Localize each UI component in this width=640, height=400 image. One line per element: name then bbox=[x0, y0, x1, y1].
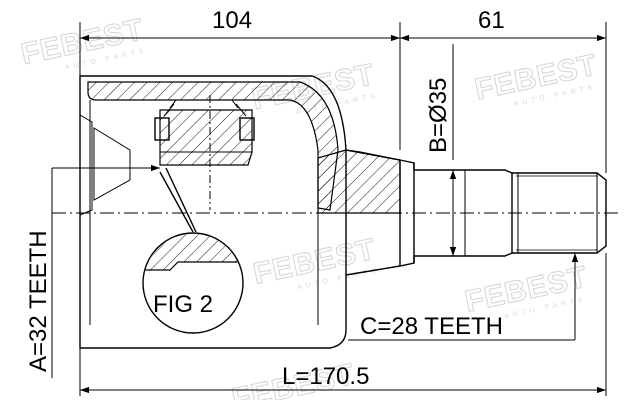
dimension-61-label: 61 bbox=[478, 7, 505, 34]
dimension-diameter-b: B=Ø35 bbox=[425, 44, 457, 256]
dimension-teeth-c: C=28 TEETH bbox=[348, 253, 579, 341]
dimension-teeth-a-label: A=32 TEETH bbox=[25, 230, 52, 372]
figure-label: FIG 2 bbox=[153, 291, 213, 318]
stub-shaft bbox=[317, 149, 607, 276]
dimension-teeth-c-label: C=28 TEETH bbox=[360, 313, 503, 340]
dimension-teeth-a: A=32 TEETH bbox=[25, 164, 160, 378]
dimension-104: 104 bbox=[79, 7, 401, 150]
dimension-104-label: 104 bbox=[212, 7, 252, 34]
dimension-61: 61 bbox=[400, 7, 607, 173]
watermark-group: FEBEST AUTO PARTS FEBEST AUTO PARTS FEBE… bbox=[18, 12, 601, 400]
dimension-diameter-b-label: B=Ø35 bbox=[425, 78, 452, 153]
tripod-bearing bbox=[154, 95, 255, 210]
fig2-detail: FIG 2 bbox=[142, 167, 244, 334]
dimension-total-length-label: L=170.5 bbox=[282, 363, 369, 390]
dimension-total-length: L=170.5 bbox=[79, 253, 607, 396]
